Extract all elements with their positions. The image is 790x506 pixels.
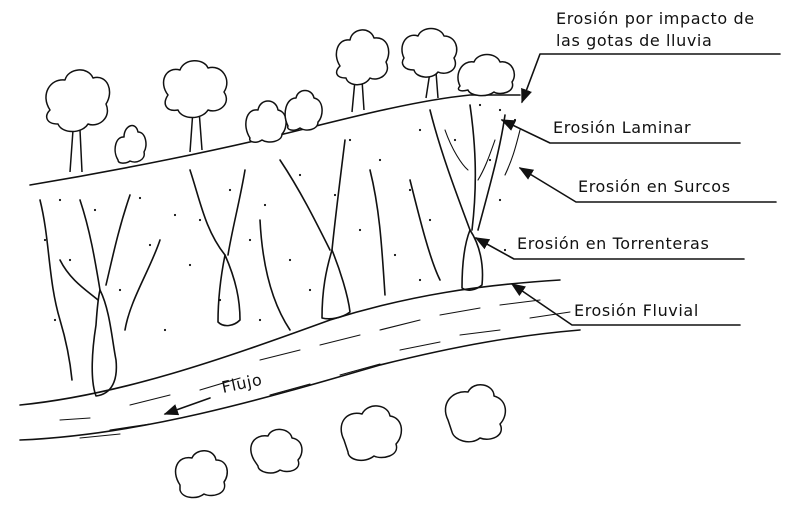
gully-fills — [92, 230, 482, 396]
foreground-shrubs — [176, 385, 506, 498]
hilltop-trees — [46, 29, 514, 173]
leader-raindrop — [522, 54, 780, 102]
flow-label: Flujo — [220, 370, 264, 397]
label-fluvial: Erosión Fluvial — [574, 301, 699, 320]
flow-arrow — [165, 398, 210, 414]
label-surcos: Erosión en Surcos — [578, 177, 731, 196]
label-torrenteras: Erosión en Torrenteras — [517, 234, 709, 253]
label-raindrop-line2: las gotas de lluvia — [556, 31, 712, 50]
label-raindrop-line1: Erosión por impacto de — [556, 9, 755, 28]
label-laminar: Erosión Laminar — [553, 118, 691, 137]
